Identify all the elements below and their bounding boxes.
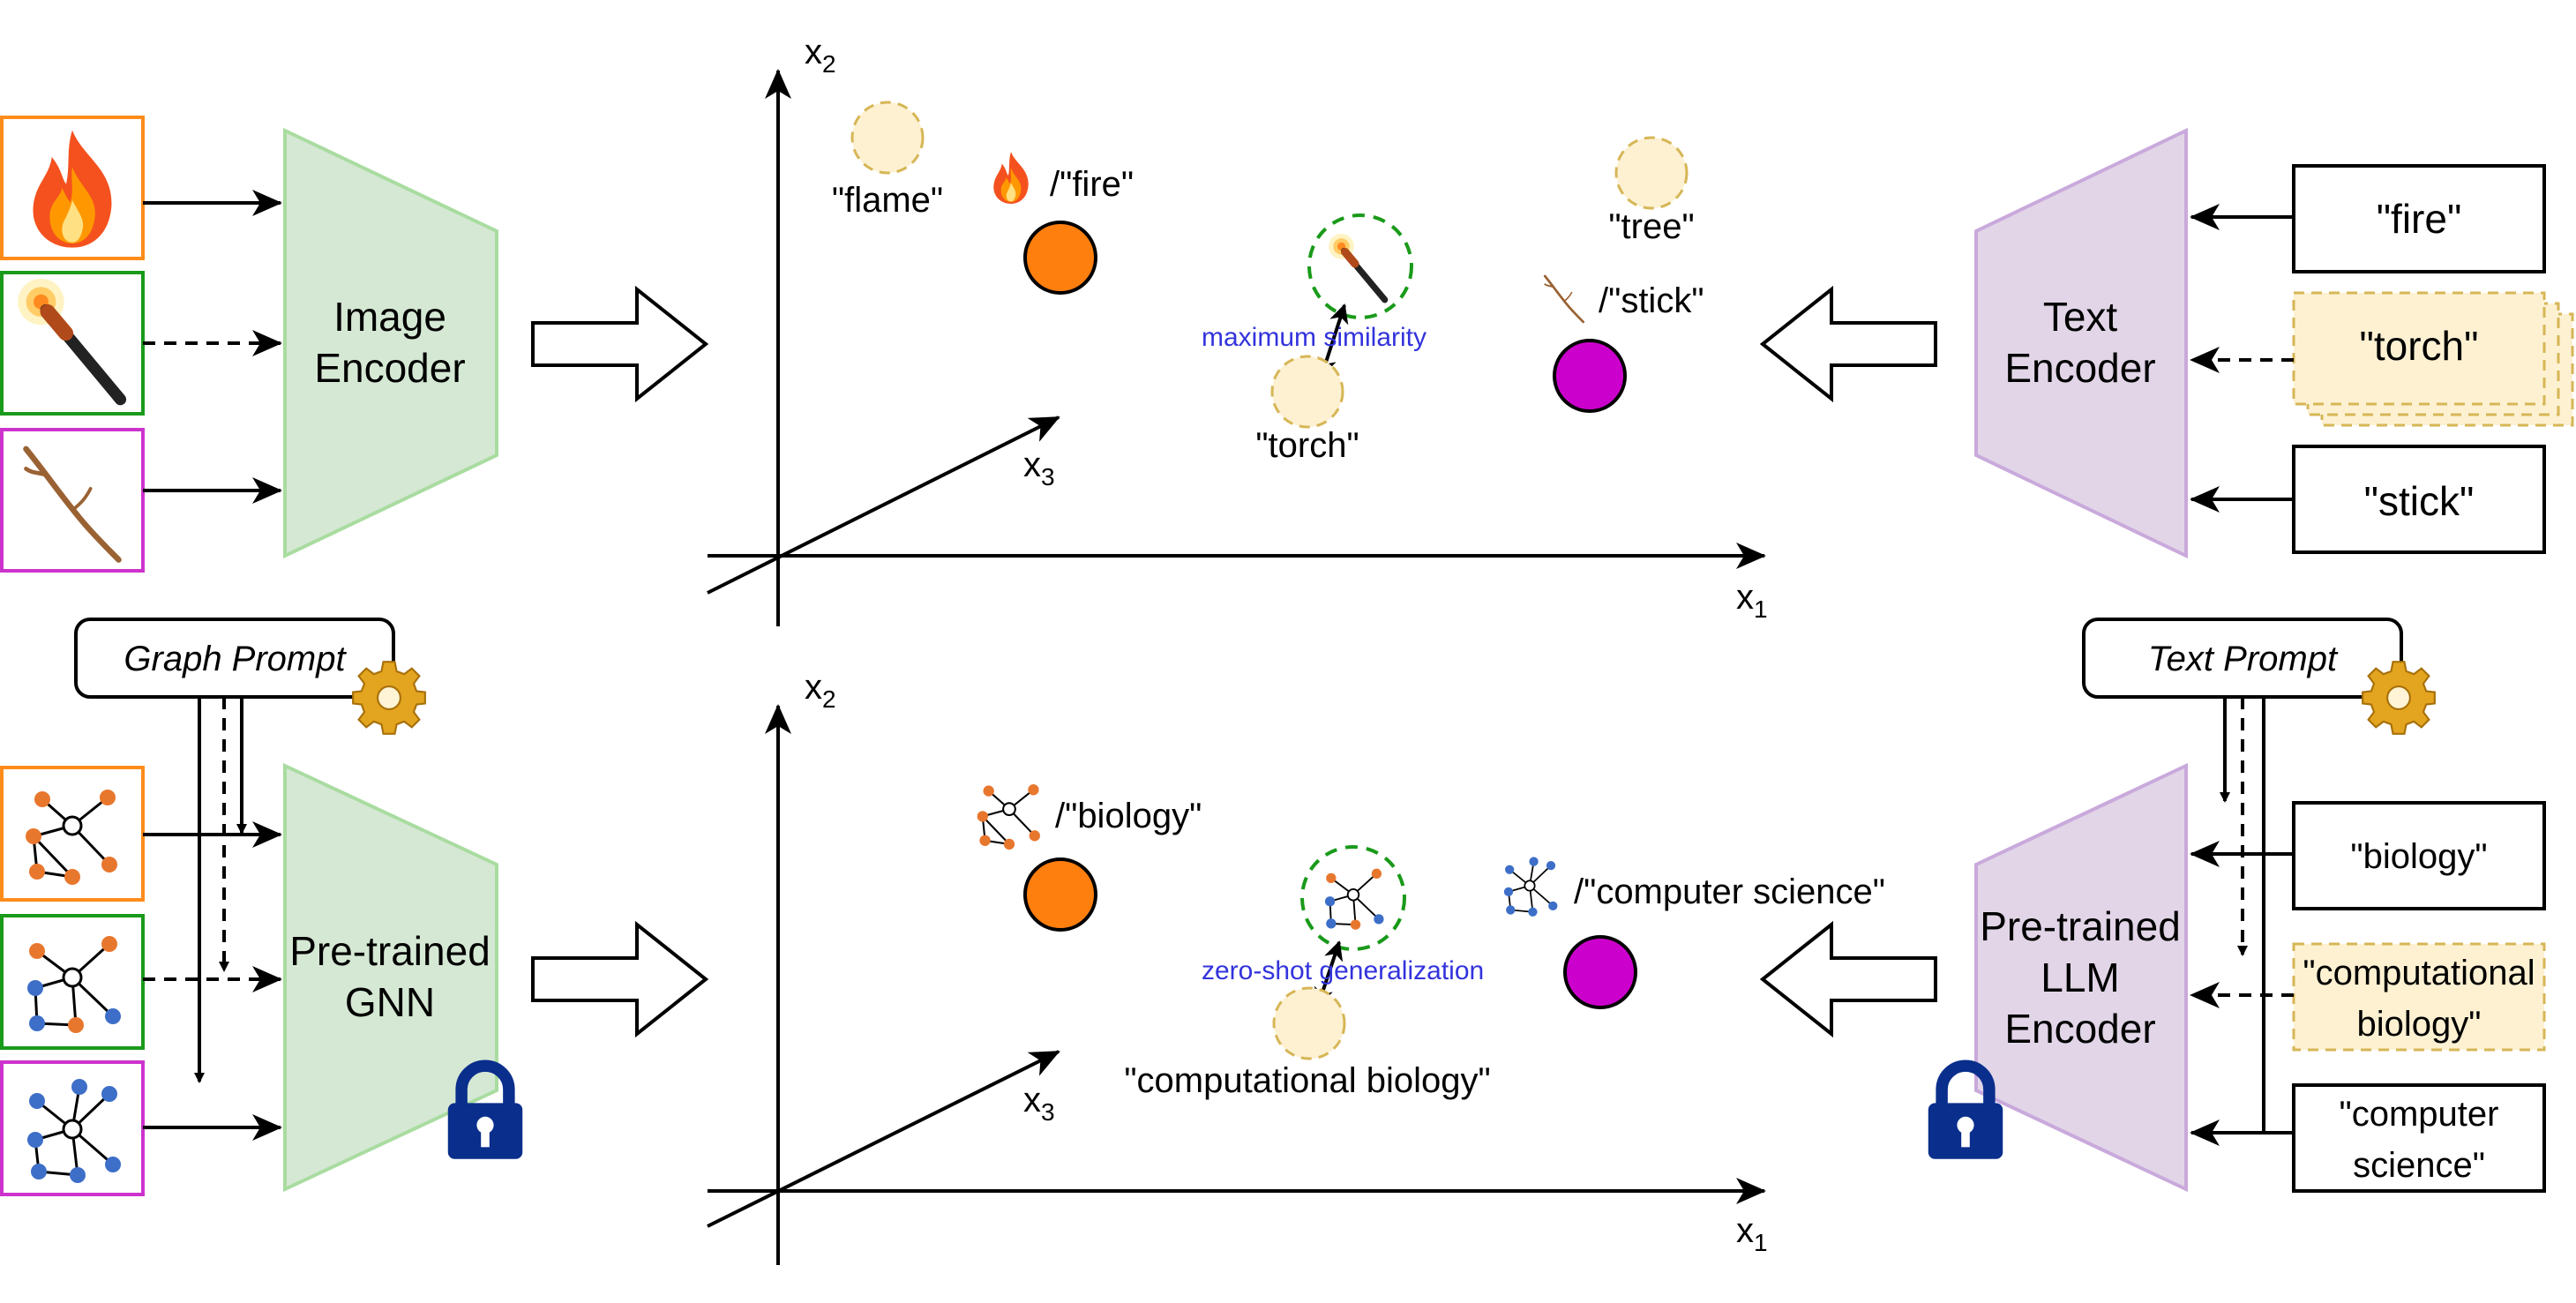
label-maximum-similarity: maximum similarity <box>1202 323 1427 352</box>
hollow-arrow-llm-to-space <box>1759 920 1937 1038</box>
label-tree: "tree" <box>1608 207 1694 246</box>
candidate-point-flame <box>850 101 925 175</box>
similarity-ring-torch <box>1307 213 1413 319</box>
stick-image-frame <box>0 428 145 573</box>
graph-prompt-box <box>74 618 395 699</box>
label-computer-science: /"computer science" <box>1574 872 1885 911</box>
label-line: science" <box>2353 1146 2485 1185</box>
text-input-biology: "biology" <box>2350 837 2487 876</box>
text-input-torch-box <box>2292 291 2546 406</box>
hollow-arrow-text-to-space <box>1759 285 1937 403</box>
text-input-torch: "torch" <box>2360 323 2479 369</box>
top-axis-x1-label: x1 <box>1736 578 1768 623</box>
label-line: "computer <box>2340 1095 2499 1134</box>
text-input-compbio-box <box>2292 942 2546 1052</box>
gnn-encoder-shape <box>283 762 498 1193</box>
lock-icon <box>1928 1066 2003 1159</box>
graph-icon <box>1503 856 1559 917</box>
candidate-point-computational-biology <box>1272 986 1346 1060</box>
candidate-point-torch <box>1270 355 1344 429</box>
label-zero-shot-generalization: zero-shot generalization <box>1202 956 1484 985</box>
graph-icon <box>1324 867 1385 931</box>
point-fire <box>1023 221 1097 295</box>
torch-small-icon <box>1329 234 1385 300</box>
candidate-point-tree <box>1614 136 1689 210</box>
label-line: Pre-trained <box>289 928 490 974</box>
bottom-axis-x1-label: x1 <box>1736 1211 1768 1256</box>
hollow-arrow-image-to-space <box>531 285 709 403</box>
gear-icon <box>2362 661 2436 735</box>
label-line: Pre-trained <box>1980 903 2181 949</box>
stick-small-icon <box>1543 274 1585 324</box>
label-flame: "flame" <box>832 181 943 220</box>
point-stick <box>1553 339 1627 413</box>
label-line: Image <box>333 294 446 340</box>
text-encoder-shape <box>1974 127 2188 559</box>
label-torch: "torch" <box>1255 426 1359 465</box>
top-axis-x3-label: x3 <box>1023 446 1055 490</box>
point-biology <box>1023 857 1097 932</box>
graph-prompt-label: Graph Prompt <box>124 640 347 678</box>
text-input-fire: "fire" <box>2377 196 2462 242</box>
text-input-cs-box <box>2292 1083 2546 1193</box>
top-axis-x3 <box>707 416 1060 595</box>
image-encoder-shape <box>283 127 498 559</box>
text-input-stick: "stick" <box>2364 478 2475 524</box>
text-input-biology-box <box>2292 801 2546 910</box>
gear-icon <box>352 661 426 735</box>
llm-encoder-shape <box>1974 762 2188 1193</box>
hollow-arrow-gnn-to-space <box>531 920 709 1038</box>
label-stick: /"stick" <box>1599 281 1704 320</box>
graph-icon <box>976 783 1042 851</box>
label-line: GNN <box>345 979 435 1025</box>
top-axis-x2-label: x2 <box>805 33 836 78</box>
label-line: Encoder <box>2004 1006 2155 1052</box>
bottom-axis-x2-label: x2 <box>805 668 836 713</box>
text-input-fire-box <box>2292 164 2546 273</box>
generalization-ring <box>1300 845 1406 951</box>
point-computer-science <box>1563 935 1637 1009</box>
bottom-axis-x3 <box>707 1050 1060 1228</box>
label-line: Encoder <box>2004 345 2155 391</box>
label-computational-biology: "computational biology" <box>1124 1061 1490 1100</box>
label-line: "computational <box>2303 954 2535 992</box>
label-line: Text <box>2043 294 2118 340</box>
text-input-stick-box <box>2292 445 2546 554</box>
label-line: LLM <box>2041 955 2119 1000</box>
text-prompt-label: Text Prompt <box>2148 640 2339 678</box>
label-line: biology" <box>2357 1005 2482 1044</box>
bottom-axis-x3-label: x3 <box>1023 1081 1055 1126</box>
label-line: Encoder <box>314 345 465 391</box>
label-fire: /"fire" <box>1050 165 1134 204</box>
text-input-compbio: "computational biology" <box>2303 954 2535 1044</box>
fire-small-icon <box>993 152 1029 204</box>
label-biology: /"biology" <box>1055 797 1202 835</box>
text-input-cs: "computer science" <box>2340 1095 2499 1185</box>
